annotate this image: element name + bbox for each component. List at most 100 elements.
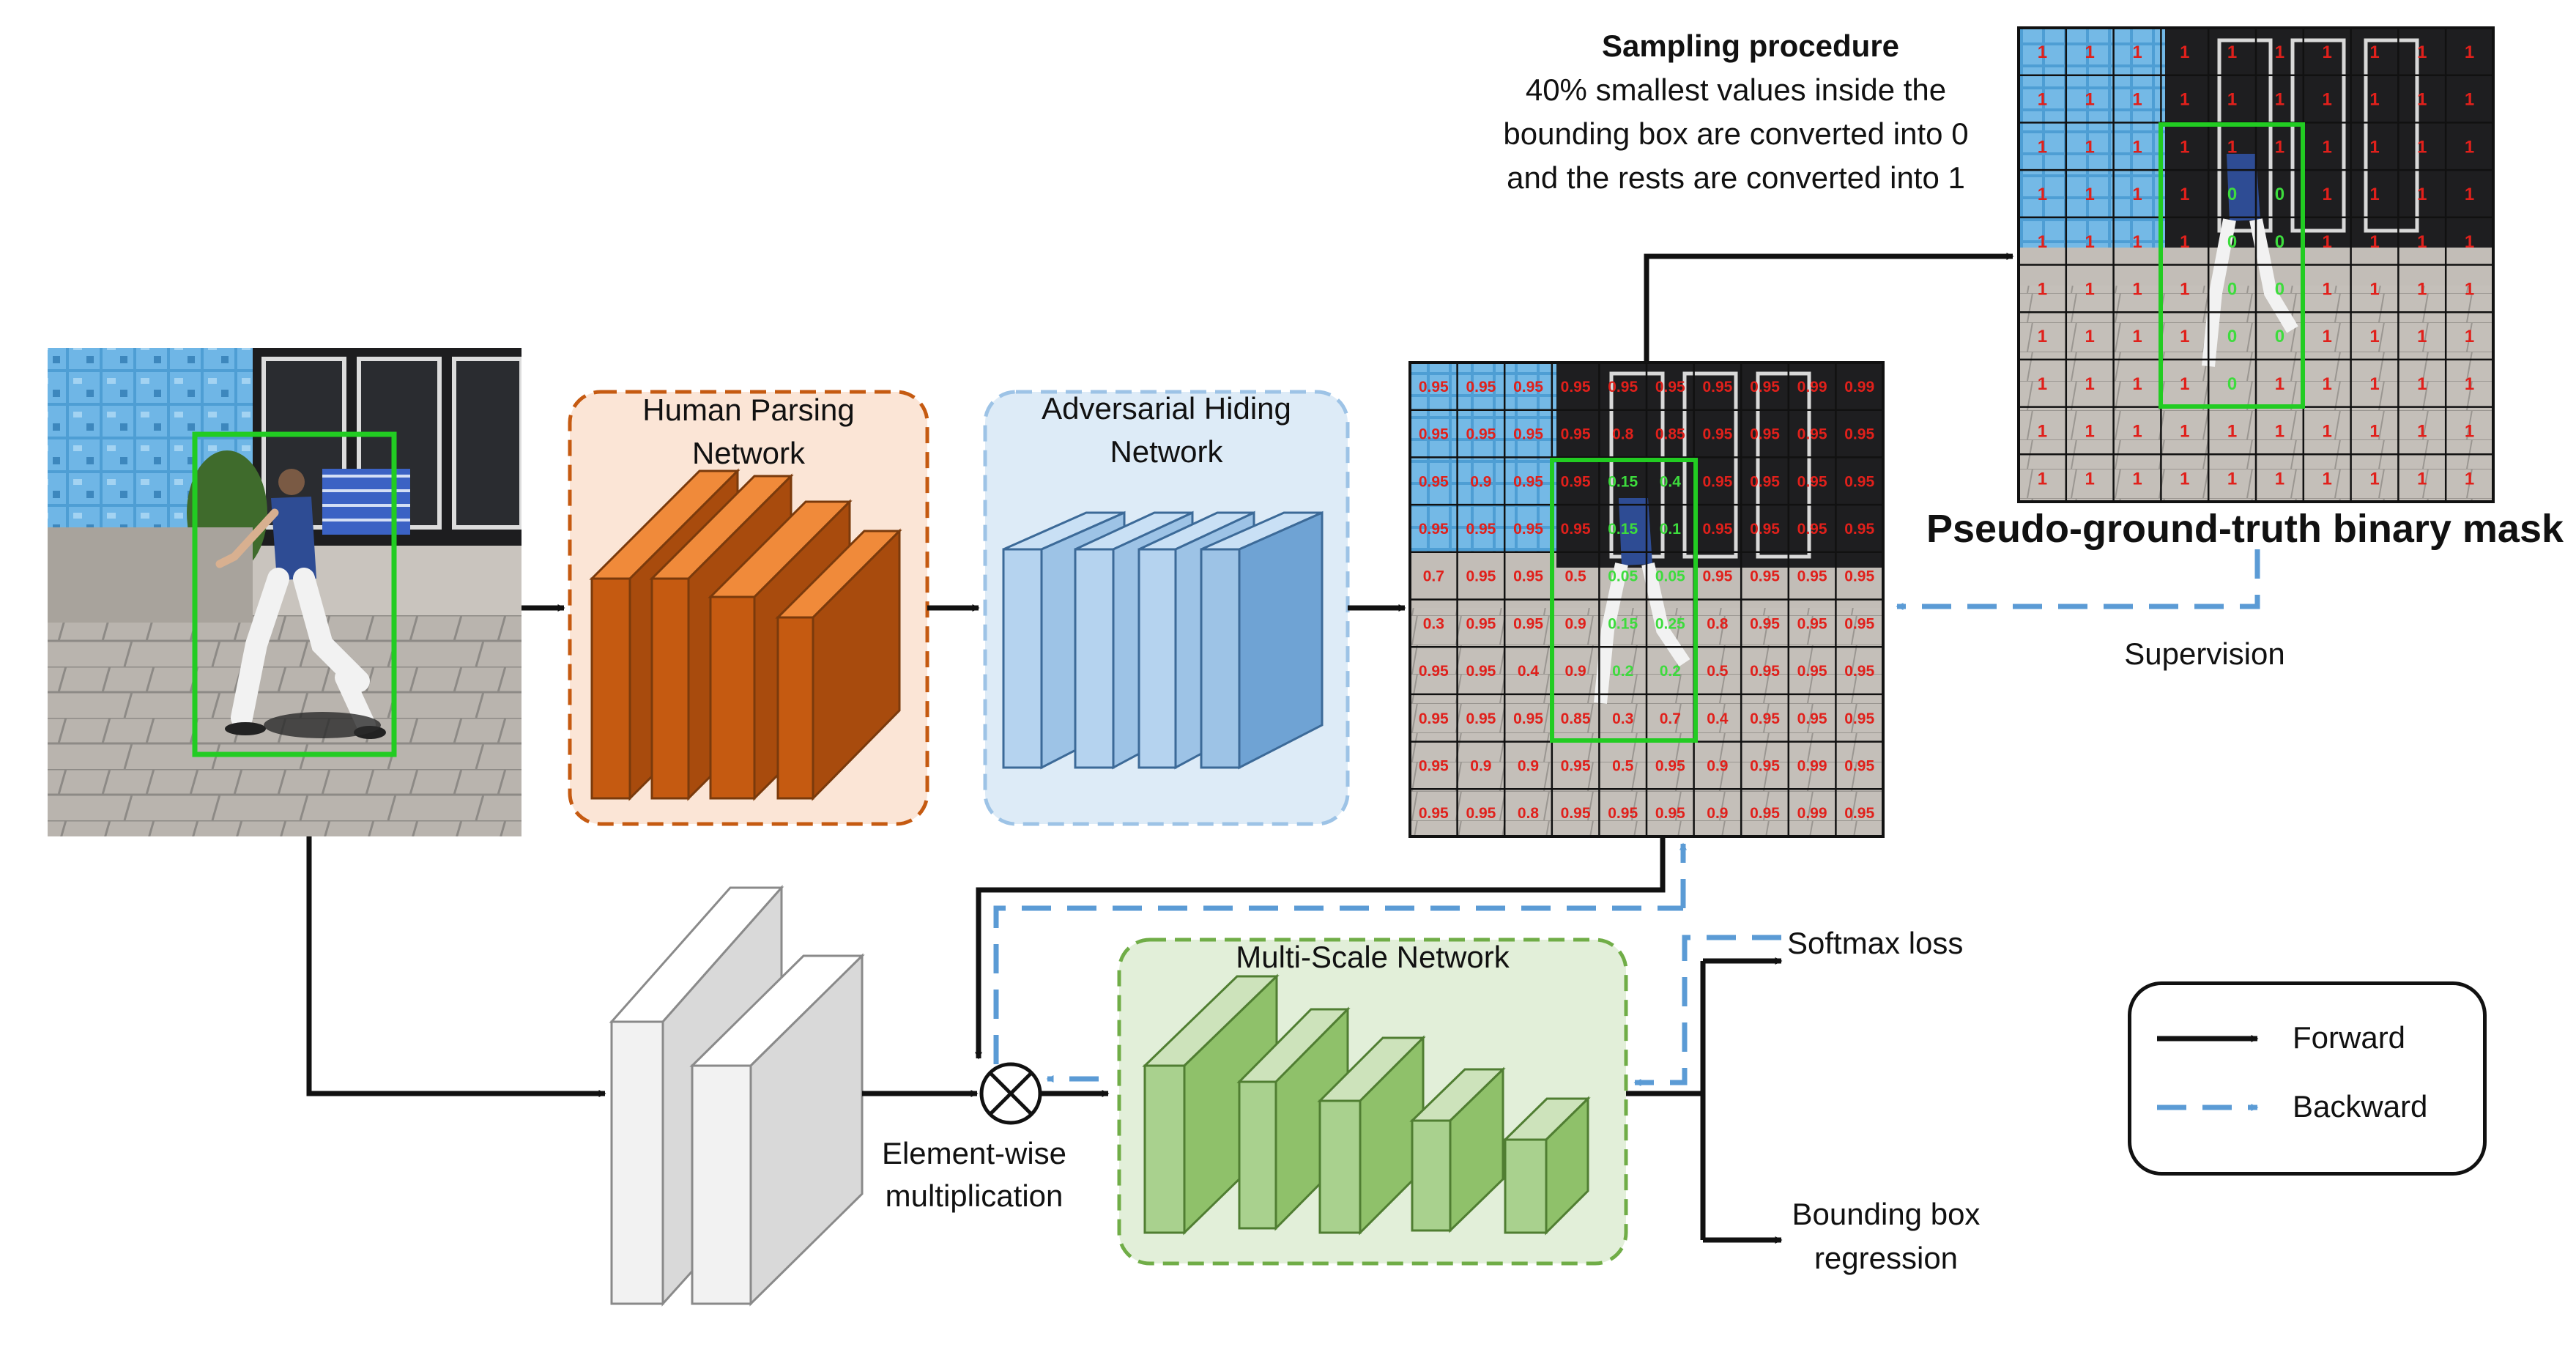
heatmap-cell-value: 0.95 — [1844, 568, 1874, 585]
mask-cell-value: 1 — [2132, 90, 2142, 110]
heatmap-cell-value: 0.95 — [1655, 805, 1685, 822]
heatmap-cell-value: 0.95 — [1513, 473, 1543, 490]
heatmap-cell-value: 0.95 — [1561, 758, 1591, 775]
heatmap-cell-value: 0.95 — [1419, 663, 1449, 680]
heatmap-cell-value: 0.95 — [1844, 521, 1874, 538]
mask-cell-value: 1 — [2417, 90, 2427, 110]
heatmap-cell-value: 0.7 — [1660, 710, 1681, 727]
heatmap-cell-value: 0.95 — [1750, 663, 1780, 680]
element-wise-label-2: multiplication — [885, 1178, 1064, 1213]
mask-cell-value: 1 — [2275, 422, 2284, 442]
mask-cell-value: 0 — [2227, 279, 2237, 299]
mask-cell-value: 1 — [2369, 422, 2379, 442]
mask-cell-value: 1 — [2465, 327, 2474, 346]
heatmap-cell-value: 0.95 — [1844, 663, 1874, 680]
mask-cell-value: 1 — [2417, 185, 2427, 204]
mask-cell-value: 1 — [2180, 137, 2189, 157]
heatmap-cell-value: 0.95 — [1513, 521, 1543, 538]
sampling-line-1: 40% smallest values inside the — [1525, 73, 1947, 107]
mask-cell-value: 1 — [2417, 232, 2427, 252]
heatmap-cell-value: 0.95 — [1702, 379, 1732, 396]
mask-cell-value: 1 — [2369, 232, 2379, 252]
sampling-line-2: bounding box are converted into 0 — [1503, 116, 1969, 151]
legend-backward-label: Backward — [2293, 1089, 2428, 1124]
arrow-backprop-multiply-up — [993, 905, 1683, 1064]
human-parsing-label-2: Network — [691, 436, 806, 470]
mask-cell-value: 1 — [2180, 279, 2189, 299]
mask-cell-value: 0 — [2227, 327, 2237, 346]
mask-cell-value: 1 — [2180, 422, 2189, 442]
heatmap-cell-value: 0.95 — [1608, 379, 1638, 396]
heatmap-cell-value: 0.9 — [1707, 805, 1728, 822]
heatmap-cell-value: 0.9 — [1470, 473, 1491, 490]
mask-cell-value: 1 — [2417, 327, 2427, 346]
mask-cell-value: 1 — [2180, 185, 2189, 204]
mask-cell-value: 1 — [2369, 42, 2379, 62]
heatmap-cell-value: 0.95 — [1750, 805, 1780, 822]
mask-cell-value: 1 — [2227, 90, 2237, 110]
heatmap-cell-value: 0.99 — [1797, 758, 1827, 775]
heatmap-cell-value: 0.05 — [1655, 568, 1685, 585]
backbone-feature-blocks — [609, 885, 865, 1307]
heatmap-cell-value: 0.95 — [1797, 663, 1827, 680]
mask-cell-value: 1 — [2038, 137, 2047, 157]
heatmap-cell-value: 0.95 — [1702, 426, 1732, 443]
heatmap-cell-value: 0.95 — [1750, 521, 1780, 538]
mask-cell-value: 1 — [2275, 42, 2284, 62]
heatmap-cell-value: 0.8 — [1707, 615, 1729, 632]
mask-bounding-box — [2159, 122, 2305, 409]
heatmap-cell-value: 0.4 — [1518, 663, 1540, 680]
mask-cell-value: 1 — [2323, 137, 2332, 157]
mask-cell-value: 1 — [2369, 327, 2379, 346]
mask-cell-value: 1 — [2132, 327, 2142, 346]
heatmap-cell-value: 0.99 — [1844, 379, 1874, 396]
mask-cell-value: 1 — [2275, 374, 2284, 394]
sampling-line-3: and the rests are converted into 1 — [1507, 160, 1965, 195]
mask-cell-value: 0 — [2275, 185, 2284, 204]
bbox-regression-label-1: Bounding box — [1792, 1197, 1981, 1231]
mask-cell-value: 1 — [2085, 279, 2095, 299]
mask-cell-value: 1 — [2132, 232, 2142, 252]
heatmap-cell-value: 0.95 — [1655, 758, 1685, 775]
heatmap-cell-value: 0.5 — [1707, 663, 1729, 680]
mask-cell-value: 1 — [2323, 469, 2332, 489]
heatmap-cell-value: 0.95 — [1844, 758, 1874, 775]
human-parsing-blocks — [589, 468, 902, 801]
heatmap-cell-value: 0.95 — [1561, 805, 1591, 822]
arrow-supervision — [1896, 549, 2260, 610]
mask-cell-value: 1 — [2180, 469, 2189, 489]
mask-cell-value: 1 — [2180, 374, 2189, 394]
arrow-photo-to-backbone — [306, 836, 606, 1097]
mask-cell-value: 0 — [2227, 185, 2237, 204]
heatmap-cell-value: 0.9 — [1707, 758, 1728, 775]
heatmap-cell-value: 0.95 — [1702, 521, 1732, 538]
heatmap-cell-value: 0.95 — [1513, 615, 1543, 632]
mask-cell-value: 1 — [2465, 42, 2474, 62]
mask-cell-value: 1 — [2038, 327, 2047, 346]
heatmap-cell-value: 0.95 — [1797, 473, 1827, 490]
arrow-heatmap-to-mask — [1644, 253, 2014, 363]
mask-cell-value: 1 — [2227, 422, 2237, 442]
heatmap-cell-value: 0.5 — [1612, 758, 1634, 775]
mask-cell-value: 1 — [2465, 279, 2474, 299]
mask-cell-value: 1 — [2323, 327, 2332, 346]
mask-cell-value: 1 — [2085, 374, 2095, 394]
mask-cell-value: 1 — [2417, 374, 2427, 394]
forward-arrows — [306, 253, 2014, 1244]
heatmap-cell-value: 0.95 — [1844, 805, 1874, 822]
mask-cell-value: 1 — [2369, 279, 2379, 299]
heatmap-cell-value: 0.1 — [1660, 521, 1682, 538]
mask-cell-value: 1 — [2369, 185, 2379, 204]
adversarial-hiding-label-2: Network — [1110, 434, 1223, 469]
mask-cell-value: 1 — [2417, 422, 2427, 442]
heatmap-cell-value: 0.95 — [1608, 805, 1638, 822]
supervision-label: Supervision — [2124, 636, 2285, 671]
mask-cell-value: 1 — [2038, 279, 2047, 299]
mask-cell-value: 1 — [2323, 42, 2332, 62]
adversarial-hiding-label-1: Adversarial Hiding — [1042, 391, 1291, 426]
heatmap-cell-value: 0.99 — [1797, 379, 1827, 396]
heatmap-cell-value: 0.95 — [1797, 615, 1827, 632]
mask-cell-value: 1 — [2038, 90, 2047, 110]
mask-cell-value: 1 — [2038, 185, 2047, 204]
mask-cell-value: 1 — [2417, 42, 2427, 62]
